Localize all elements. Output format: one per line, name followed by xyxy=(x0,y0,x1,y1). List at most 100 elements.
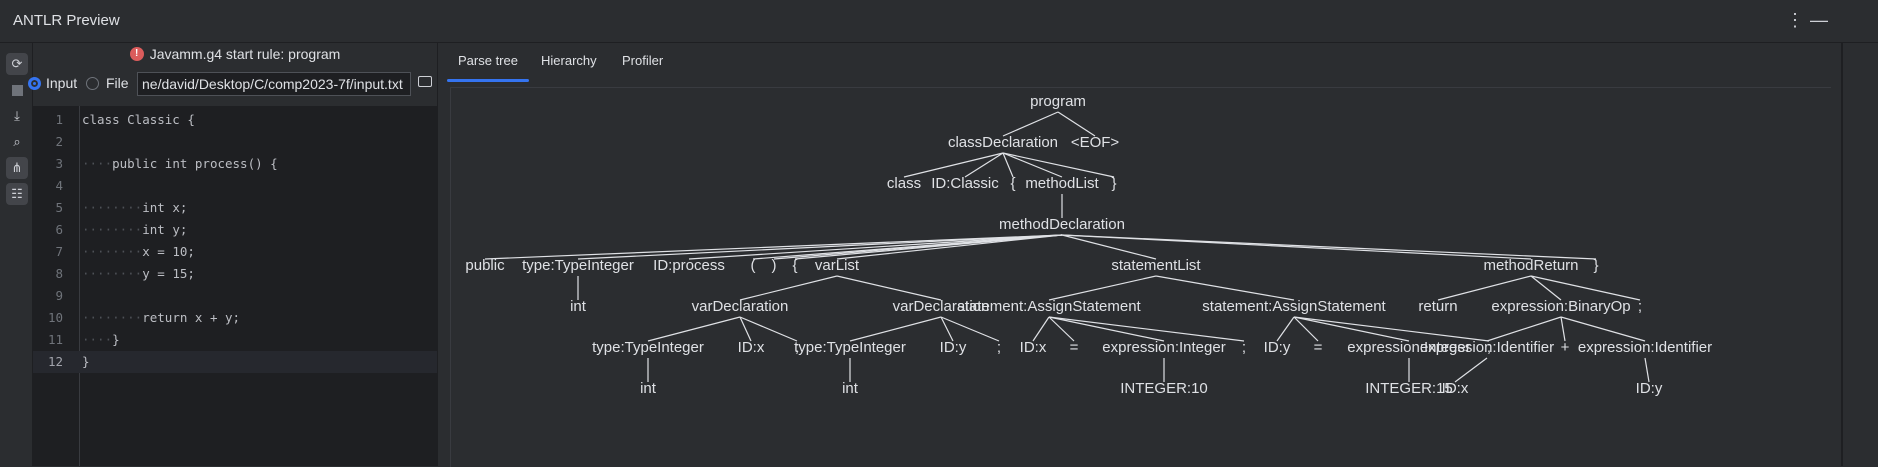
code-line[interactable]: 7········x = 10; xyxy=(33,241,437,263)
tree-node-stmt2[interactable]: statement:AssignStatement xyxy=(1202,298,1386,315)
tree-node-class-id[interactable]: ID:Classic xyxy=(931,175,999,192)
code-line[interactable]: 8········y = 15; xyxy=(33,263,437,285)
tab-parse-tree[interactable]: Parse tree xyxy=(458,53,518,68)
tree-edge xyxy=(1530,275,1562,301)
more-options-icon[interactable]: ⋮ xyxy=(1786,10,1804,30)
tree-node-classDeclaration[interactable]: classDeclaration xyxy=(947,134,1059,151)
tree-node-type-int[interactable]: type:TypeInteger xyxy=(522,257,634,274)
tree-node-m-rbrace[interactable]: } xyxy=(1593,257,1599,274)
line-code: ········return x + y; xyxy=(82,310,241,325)
tree-node-lparen[interactable]: ( xyxy=(750,257,756,274)
tree-node-vd2-int[interactable]: int xyxy=(842,380,858,397)
code-line[interactable]: 5········int x; xyxy=(33,197,437,219)
code-line[interactable]: 4 xyxy=(33,175,437,197)
tree-node-stmt1[interactable]: statement:AssignStatement xyxy=(957,298,1141,315)
tree-edge xyxy=(1002,152,1115,178)
code-line[interactable]: 10········return x + y; xyxy=(33,307,437,329)
code-line[interactable]: 12} xyxy=(33,351,437,373)
tree-node-id-process[interactable]: ID:process xyxy=(653,257,725,274)
tree-node-program[interactable]: program xyxy=(1030,93,1086,110)
tree-node-varList[interactable]: varList xyxy=(814,257,860,274)
tab-profiler[interactable]: Profiler xyxy=(622,53,664,68)
tree-node-int15[interactable]: INTEGER:15 xyxy=(1365,380,1453,397)
tree-node-vd1-int[interactable]: int xyxy=(640,380,656,397)
tree-edge xyxy=(964,152,1004,178)
file-radio-label[interactable]: File xyxy=(106,75,129,91)
line-number: 1 xyxy=(55,112,63,127)
tree-node-vd1-semi[interactable]: ; xyxy=(794,339,800,356)
file-path-field[interactable]: ne/david/Desktop/C/comp2023-7f/input.txt xyxy=(137,72,411,96)
tree-node-s1-eq[interactable]: = xyxy=(1069,339,1079,356)
line-code: ····} xyxy=(82,332,120,347)
refresh-icon[interactable]: ⟳ xyxy=(6,53,28,75)
tree-node-semi[interactable]: ; xyxy=(1637,298,1643,315)
tree-node-s1-expr[interactable]: expression:Integer xyxy=(1102,339,1226,356)
tree-node-lbrace[interactable]: { xyxy=(1010,175,1016,192)
tree-node-methodList[interactable]: methodList xyxy=(1025,175,1099,192)
tree-node-b-left[interactable]: expression:Identifier xyxy=(1419,339,1555,356)
code-line[interactable]: 6········int y; xyxy=(33,219,437,241)
hierarchy-icon[interactable]: ☷ xyxy=(6,183,28,205)
folder-icon[interactable] xyxy=(418,76,432,87)
tree-node-int10[interactable]: INTEGER:10 xyxy=(1120,380,1208,397)
input-panel: ! Javamm.g4 start rule: program Input Fi… xyxy=(28,43,437,466)
tree-node-eof[interactable]: <EOF> xyxy=(1070,134,1120,151)
tree-edge xyxy=(1486,316,1562,342)
tree-node-public-kw[interactable]: public xyxy=(465,257,505,274)
line-gutter xyxy=(33,106,80,466)
input-radio[interactable] xyxy=(28,77,41,90)
input-radio-label[interactable]: Input xyxy=(46,75,78,91)
tree-node-rbrace[interactable]: } xyxy=(1111,175,1117,192)
minimize-icon[interactable]: — xyxy=(1810,10,1828,30)
tree-node-statementList[interactable]: statementList xyxy=(1111,257,1201,274)
code-line[interactable]: 2 xyxy=(33,131,437,153)
stop-icon[interactable] xyxy=(6,79,28,101)
tree-node-int-tok[interactable]: int xyxy=(570,298,586,315)
tree-node-s2-semi[interactable]: ; xyxy=(1486,339,1492,356)
tree-node-binop[interactable]: expression:BinaryOp xyxy=(1491,298,1631,315)
tree-node-vd1-id[interactable]: ID:x xyxy=(737,339,765,356)
indent-guide: ········ xyxy=(82,222,143,237)
tree-edge xyxy=(1454,357,1488,383)
tree-node-varDecl1[interactable]: varDeclaration xyxy=(691,298,789,315)
tree-node-s2-expr[interactable]: expression:Integer xyxy=(1347,339,1471,356)
tree-node-vd2-type[interactable]: type:TypeInteger xyxy=(794,339,906,356)
tree-node-vd1-type[interactable]: type:TypeInteger xyxy=(592,339,704,356)
line-number: 11 xyxy=(47,332,63,347)
line-code: class Classic { xyxy=(82,112,195,127)
tab-hierarchy[interactable]: Hierarchy xyxy=(541,53,597,68)
tree-node-return-kw[interactable]: return xyxy=(1418,298,1458,315)
tree-node-idx[interactable]: ID:x xyxy=(1441,380,1469,397)
tree-node-methodReturn[interactable]: methodReturn xyxy=(1483,257,1579,274)
tree-edge xyxy=(1048,316,1075,342)
parse-tree-canvas[interactable]: program classDeclaration <EOF> class ID:Clas… xyxy=(450,87,1831,467)
tree-node-class-kw[interactable]: class xyxy=(886,175,922,192)
tree-node-s2-id[interactable]: ID:y xyxy=(1263,339,1291,356)
tree-node-s1-id[interactable]: ID:x xyxy=(1019,339,1047,356)
indent-guide: ···· xyxy=(82,332,113,347)
code-line[interactable]: 3····public int process() { xyxy=(33,153,437,175)
tree-node-m-lbrace[interactable]: { xyxy=(792,257,798,274)
tree-node-vd2-semi[interactable]: ; xyxy=(996,339,1002,356)
tree-node-b-plus[interactable]: + xyxy=(1560,339,1570,356)
code-line[interactable]: 11 ····} xyxy=(33,329,437,351)
tree-node-s2-eq[interactable]: = xyxy=(1313,339,1323,356)
tree-node-idy[interactable]: ID:y xyxy=(1635,380,1663,397)
zoom-icon[interactable]: ⌕ xyxy=(13,134,21,149)
line-code: ········y = 15; xyxy=(82,266,195,281)
file-radio[interactable] xyxy=(86,77,99,90)
export-icon[interactable]: ⤓ xyxy=(14,108,20,123)
tree-edge xyxy=(1293,316,1490,342)
tree-node-varDecl2[interactable]: varDeclaration xyxy=(892,298,990,315)
tree-node-b-right[interactable]: expression:Identifier xyxy=(1577,339,1713,356)
tree-icon[interactable]: ⋔ xyxy=(6,157,28,179)
tree-node-rparen[interactable]: ) xyxy=(771,257,777,274)
tree-edge xyxy=(1276,316,1295,342)
code-line[interactable]: 1 class Classic { xyxy=(33,109,437,131)
tree-node-s1-semi[interactable]: ; xyxy=(1241,339,1247,356)
tree-node-vd2-id[interactable]: ID:y xyxy=(939,339,967,356)
code-line[interactable]: 9 xyxy=(33,285,437,307)
tree-edge xyxy=(1048,316,1245,342)
tree-node-methodDeclaration[interactable]: methodDeclaration xyxy=(999,216,1125,233)
